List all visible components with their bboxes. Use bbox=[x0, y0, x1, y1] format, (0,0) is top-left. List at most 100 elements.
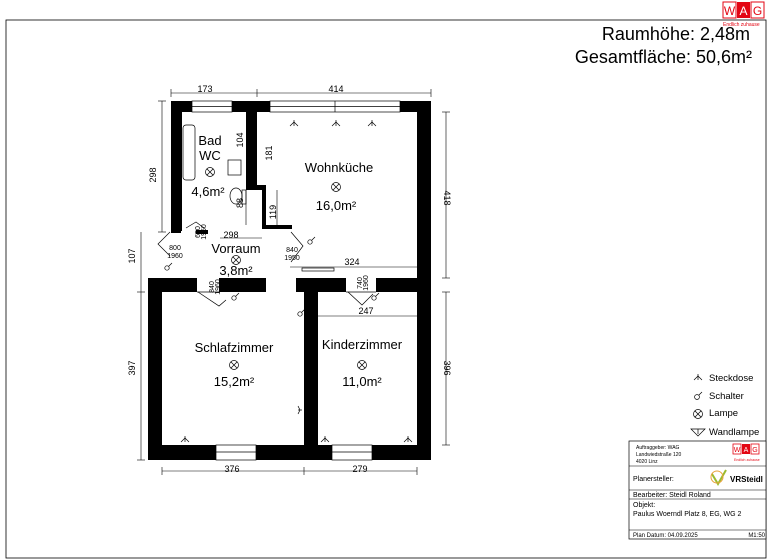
dim-top-wohn: 414 bbox=[328, 84, 343, 94]
vr-steidl-logo: VRSteidl bbox=[710, 469, 763, 486]
legend-lamp-icon bbox=[693, 409, 703, 419]
room-kinder-area: 11,0m² bbox=[342, 374, 382, 389]
dim-bottom-schlaf: 376 bbox=[224, 464, 239, 474]
room-wohnkueche-name: Wohnküche bbox=[305, 160, 373, 175]
legend-switch-label: Schalter bbox=[709, 391, 744, 402]
dim-inner-119: 119 bbox=[268, 205, 278, 219]
wag-logo: W A G Endlich zuhause bbox=[722, 1, 765, 28]
legend-wall-lamp-icon bbox=[690, 428, 706, 437]
socket-icon bbox=[331, 120, 341, 127]
svg-text:A: A bbox=[744, 447, 749, 454]
dimension-lines bbox=[137, 89, 450, 475]
socket-icon bbox=[320, 436, 330, 443]
tb-address2: 4020 Linz bbox=[636, 459, 658, 465]
logo-letter-a: A bbox=[739, 4, 747, 18]
dim-inner-306: 306 bbox=[309, 379, 319, 394]
sink-cabinet bbox=[227, 159, 242, 176]
room-kinder-name: Kinderzimmer bbox=[322, 337, 403, 352]
room-vorraum-area: 3,8m² bbox=[219, 263, 253, 278]
lamp-icon bbox=[229, 360, 239, 370]
door-label-5b: 1960 bbox=[363, 275, 370, 291]
socket-icon bbox=[289, 120, 299, 127]
lamp-icon bbox=[357, 360, 367, 370]
room-schlaf-name: Schlafzimmer bbox=[195, 340, 274, 355]
door-label-2a: 650 bbox=[195, 226, 202, 238]
room-bad-name2: WC bbox=[199, 148, 221, 163]
room-wohnkueche-area: 16,0m² bbox=[316, 198, 357, 213]
lamp-icon bbox=[231, 255, 241, 265]
legend-lamp-label: Lampe bbox=[709, 408, 738, 419]
door-label-4b: 1960 bbox=[215, 279, 222, 295]
dim-left-bad: 298 bbox=[148, 167, 158, 182]
tb-objekt-label: Objekt: bbox=[633, 502, 655, 509]
room-bad-area: 4,6m² bbox=[191, 184, 225, 199]
room-schlaf-area: 15,2m² bbox=[214, 374, 255, 389]
tb-bearbeiter: Bearbeiter: Steidl Roland bbox=[633, 492, 711, 499]
dim-inner-88: 88 bbox=[235, 198, 245, 208]
door-label-4a: 840 bbox=[209, 281, 216, 293]
tb-auftraggeber: Auftraggeber: WAG bbox=[636, 445, 680, 451]
dimension-labels: 173 414 298 107 397 418 396 376 279 104 … bbox=[127, 84, 452, 474]
legend-wall-lamp-label: Wandlampe bbox=[709, 427, 759, 438]
socket-icon bbox=[180, 436, 190, 443]
legend-socket-icon bbox=[693, 374, 703, 381]
svg-text:G: G bbox=[752, 447, 757, 454]
door-label-1b: 1960 bbox=[167, 253, 183, 260]
socket-icon bbox=[403, 436, 413, 443]
door-swings bbox=[157, 221, 376, 307]
total-area-label: Gesamtfläche: 50,6m² bbox=[575, 47, 752, 67]
tb-plan-datum: Plan Datum: 04.09.2025 bbox=[633, 533, 698, 539]
svg-text:Endlich zuhause: Endlich zuhause bbox=[734, 458, 760, 462]
lamp-symbols bbox=[205, 167, 367, 370]
door-label-1a: 800 bbox=[169, 245, 181, 252]
svg-text:W: W bbox=[734, 447, 741, 454]
switch-icon bbox=[297, 308, 306, 317]
legend-socket-label: Steckdose bbox=[709, 373, 753, 384]
dim-inner-247: 247 bbox=[358, 306, 373, 316]
logo-slogan: Endlich zuhause bbox=[723, 22, 760, 28]
tb-address1: Landwiedstraße 120 bbox=[636, 452, 682, 458]
dim-left-schlaf: 397 bbox=[127, 360, 137, 375]
lamp-icon bbox=[331, 182, 341, 192]
door-label-5a: 740 bbox=[357, 277, 364, 289]
lamp-icon bbox=[205, 167, 215, 177]
switch-icon bbox=[164, 262, 173, 271]
dim-inner-298: 298 bbox=[223, 230, 238, 240]
window-schlafzimmer bbox=[215, 444, 257, 461]
dim-left-vorraum: 107 bbox=[127, 248, 137, 263]
room-labels: Bad WC 4,6m² Wohnküche 16,0m² Vorraum 3,… bbox=[191, 133, 402, 389]
tb-wag-logo: W A G Endlich zuhause bbox=[732, 443, 760, 462]
door-label-2b: 1950 bbox=[201, 224, 208, 240]
dim-top-bad: 173 bbox=[197, 84, 212, 94]
switch-icon bbox=[307, 236, 316, 245]
dim-right-kinder: 396 bbox=[442, 360, 452, 375]
tb-massstab: M1:50 bbox=[748, 533, 765, 539]
tb-planersteller: Planersteller: bbox=[633, 476, 674, 483]
tb-objekt: Paulus Woerndl Platz 8, EG, WG 2 bbox=[633, 511, 742, 518]
dim-bottom-kinder: 279 bbox=[352, 464, 367, 474]
room-bad-name1: Bad bbox=[198, 133, 221, 148]
dim-inner-181: 181 bbox=[264, 145, 274, 160]
dim-inner-104: 104 bbox=[235, 132, 245, 147]
door-label-3b: 1950 bbox=[284, 255, 300, 262]
sheet-border bbox=[5, 19, 767, 559]
door-label-3a: 840 bbox=[286, 247, 298, 254]
door-labels: 800 1960 650 1950 840 1950 840 1960 740 … bbox=[167, 224, 370, 295]
tb-vr-brand: VRSteidl bbox=[730, 475, 763, 484]
ceiling-height-label: Raumhöhe: 2,48m bbox=[602, 24, 750, 44]
legend: Steckdose Schalter Lampe Wandlampe bbox=[690, 373, 759, 438]
logo-letter-g: G bbox=[753, 4, 762, 18]
windows bbox=[191, 100, 401, 461]
room-vorraum-name: Vorraum bbox=[211, 241, 260, 256]
socket-icon bbox=[297, 405, 302, 415]
switch-icon bbox=[371, 292, 380, 301]
dim-inner-324: 324 bbox=[344, 257, 359, 267]
socket-icon bbox=[367, 120, 377, 127]
bathroom-fixtures bbox=[182, 124, 247, 205]
switch-icon bbox=[231, 292, 240, 301]
window-kinderzimmer bbox=[331, 444, 373, 461]
logo-letter-w: W bbox=[724, 4, 736, 18]
legend-switch-icon bbox=[694, 391, 703, 400]
